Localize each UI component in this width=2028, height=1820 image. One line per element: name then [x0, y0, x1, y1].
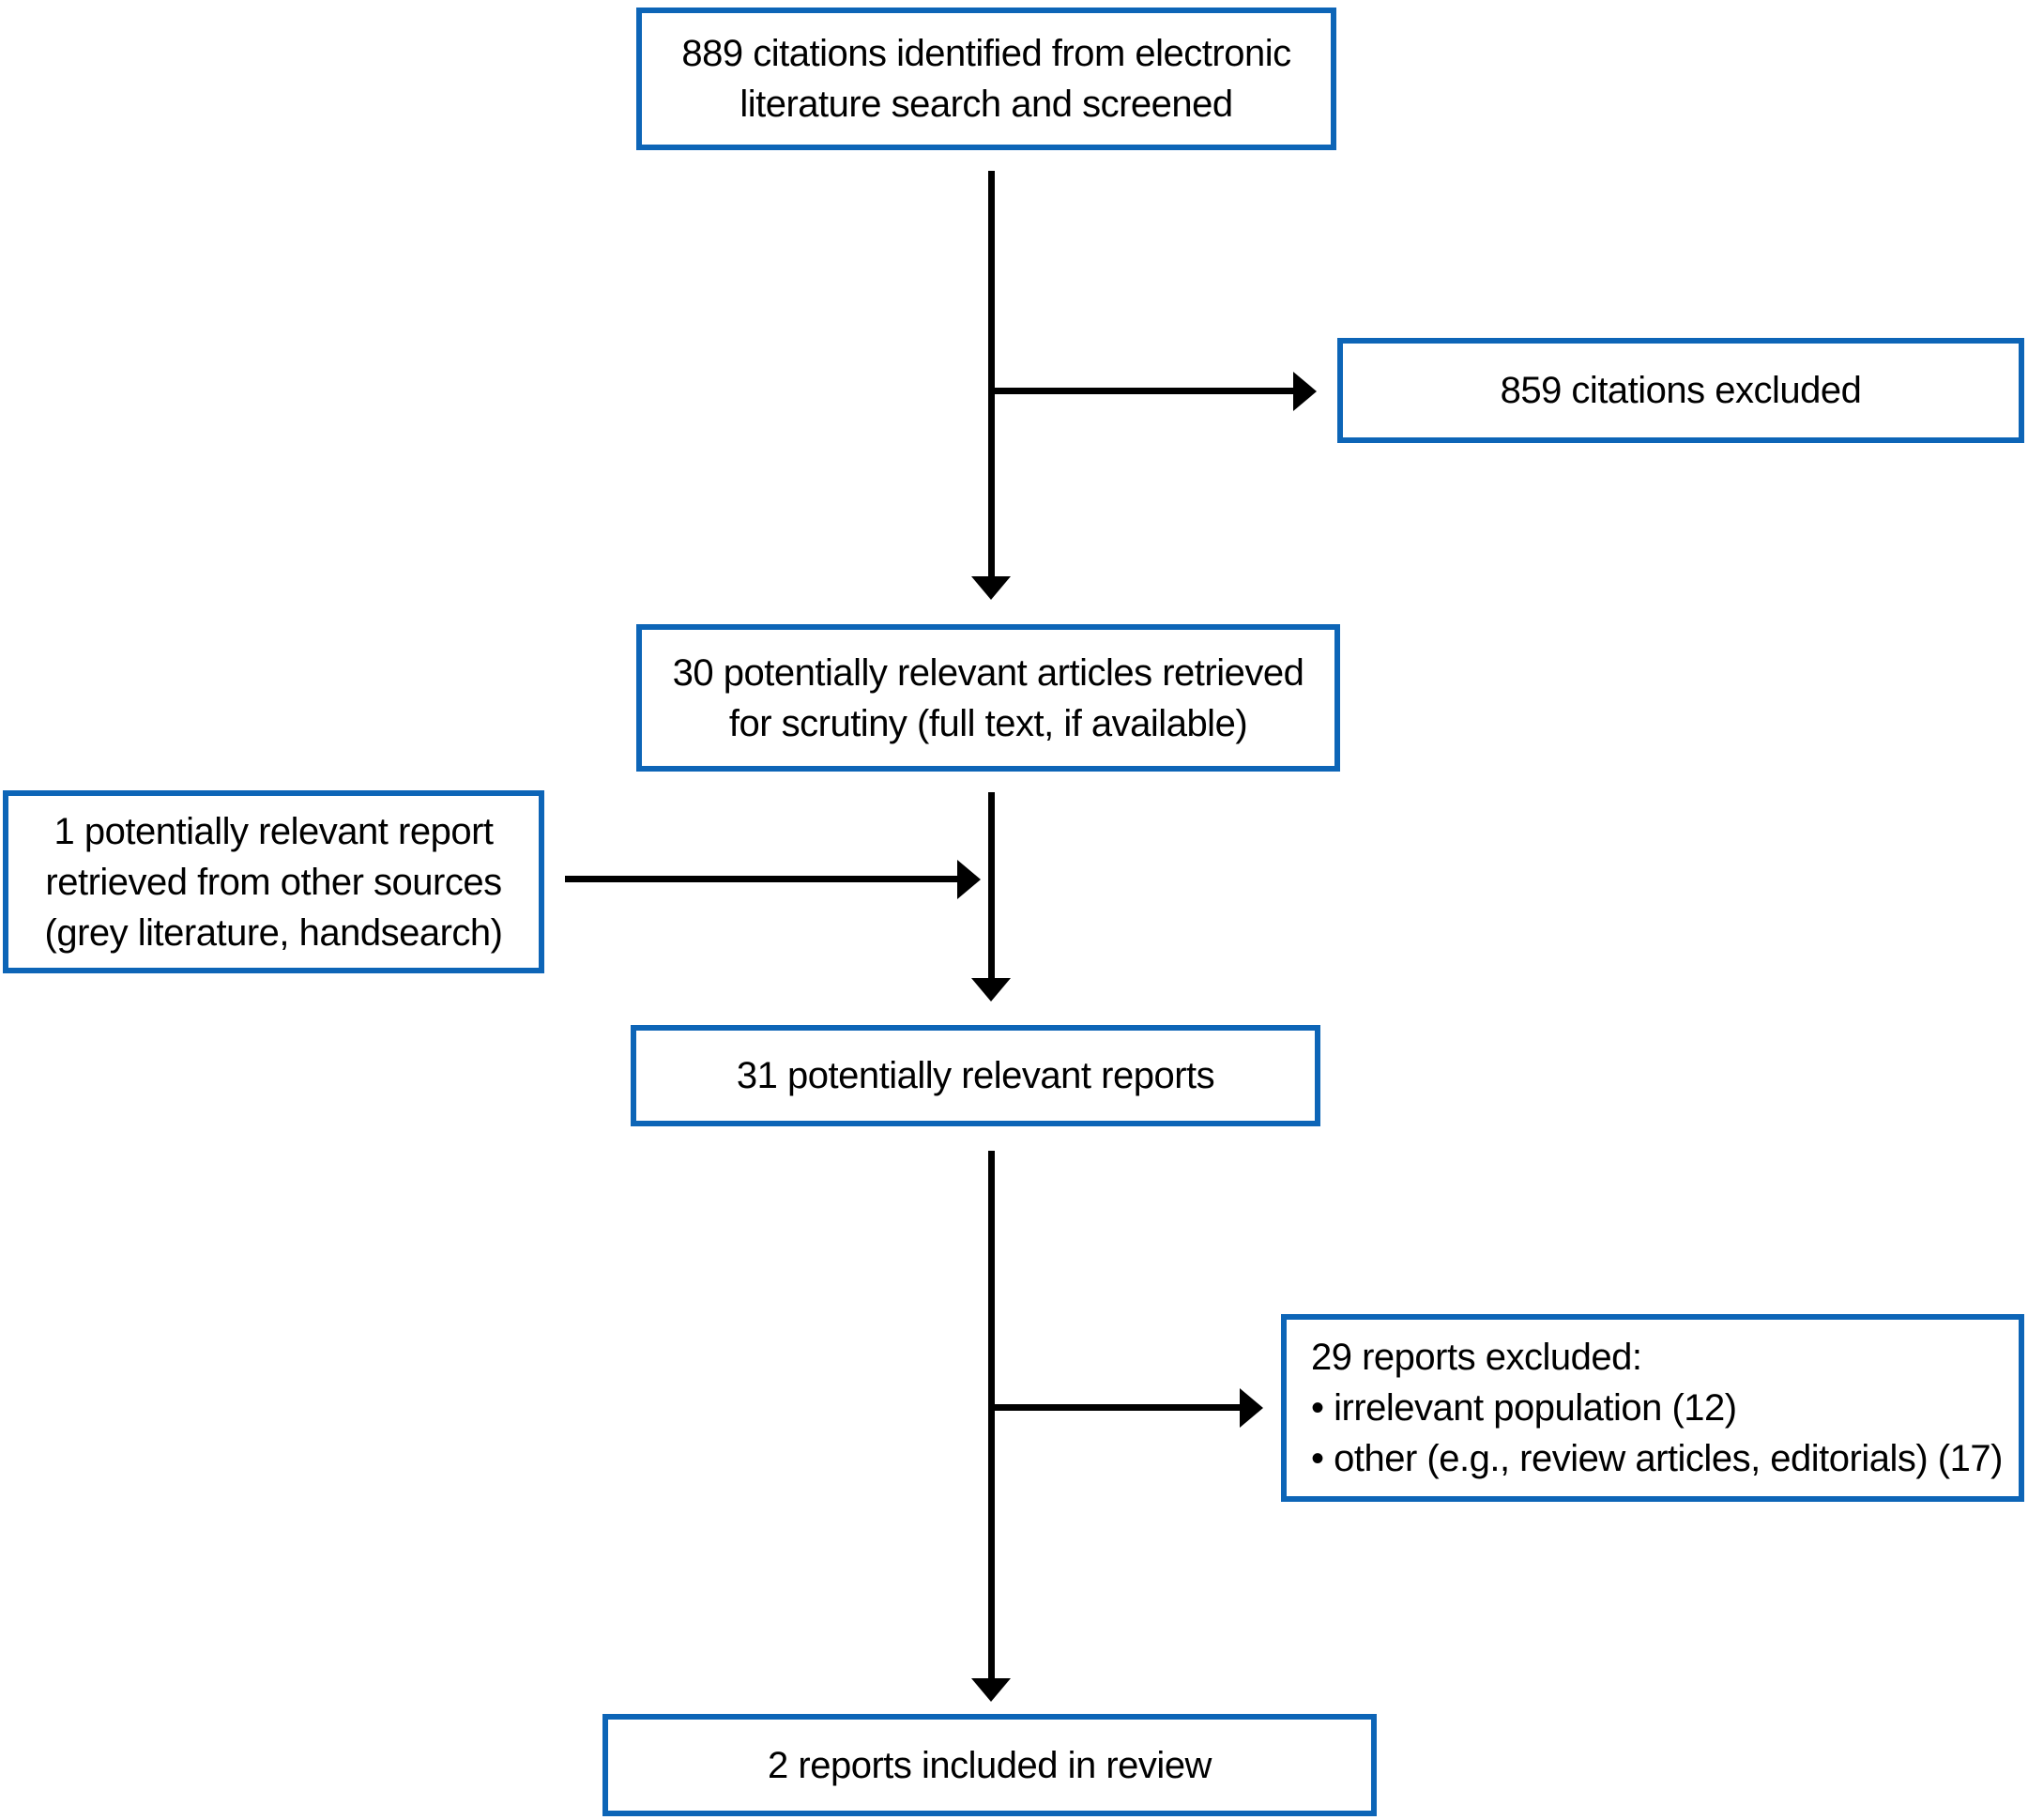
arrowhead-down-icon — [971, 1678, 1011, 1702]
node-retrieved: 30 potentially relevant articles retriev… — [636, 624, 1340, 772]
node-relevant-reports: 31 potentially relevant reports — [631, 1025, 1320, 1126]
node-relevant-reports-text: 31 potentially relevant reports — [736, 1055, 1215, 1096]
arrowhead-right-icon — [1293, 372, 1317, 411]
node-other-sources: 1 potentially relevant report retrieved … — [3, 790, 544, 973]
arrow-line-retrieved-to-relevant-reports — [988, 792, 995, 980]
arrow-line-relevant-reports-to-included — [988, 1151, 995, 1680]
node-identified-text: 889 citations identified from electronic… — [681, 33, 1291, 125]
arrow-line-relevant-reports-to-reports-excluded — [988, 1404, 1242, 1411]
node-retrieved-text: 30 potentially relevant articles retriev… — [672, 651, 1304, 744]
arrow-line-identified-to-retrieved — [988, 171, 995, 578]
arrow-line-other-sources-to-relevant-reports — [565, 876, 959, 882]
arrowhead-down-icon — [971, 576, 1011, 600]
arrow-line-identified-to-citations-excluded — [988, 388, 1295, 394]
node-citations-excluded-text: 859 citations excluded — [1500, 370, 1862, 411]
node-included: 2 reports included in review — [602, 1714, 1377, 1816]
arrowhead-right-icon — [1240, 1388, 1263, 1428]
node-reports-excluded: 29 reports excluded: • irrelevant popula… — [1281, 1314, 2024, 1502]
arrowhead-down-icon — [971, 978, 1011, 1002]
node-included-text: 2 reports included in review — [768, 1744, 1212, 1786]
node-identified: 889 citations identified from electronic… — [636, 8, 1336, 150]
arrowhead-right-icon — [957, 860, 981, 899]
node-citations-excluded: 859 citations excluded — [1337, 338, 2024, 443]
node-other-sources-text: 1 potentially relevant report retrieved … — [44, 810, 503, 954]
node-reports-excluded-text: 29 reports excluded: • irrelevant popula… — [1311, 1337, 2003, 1479]
